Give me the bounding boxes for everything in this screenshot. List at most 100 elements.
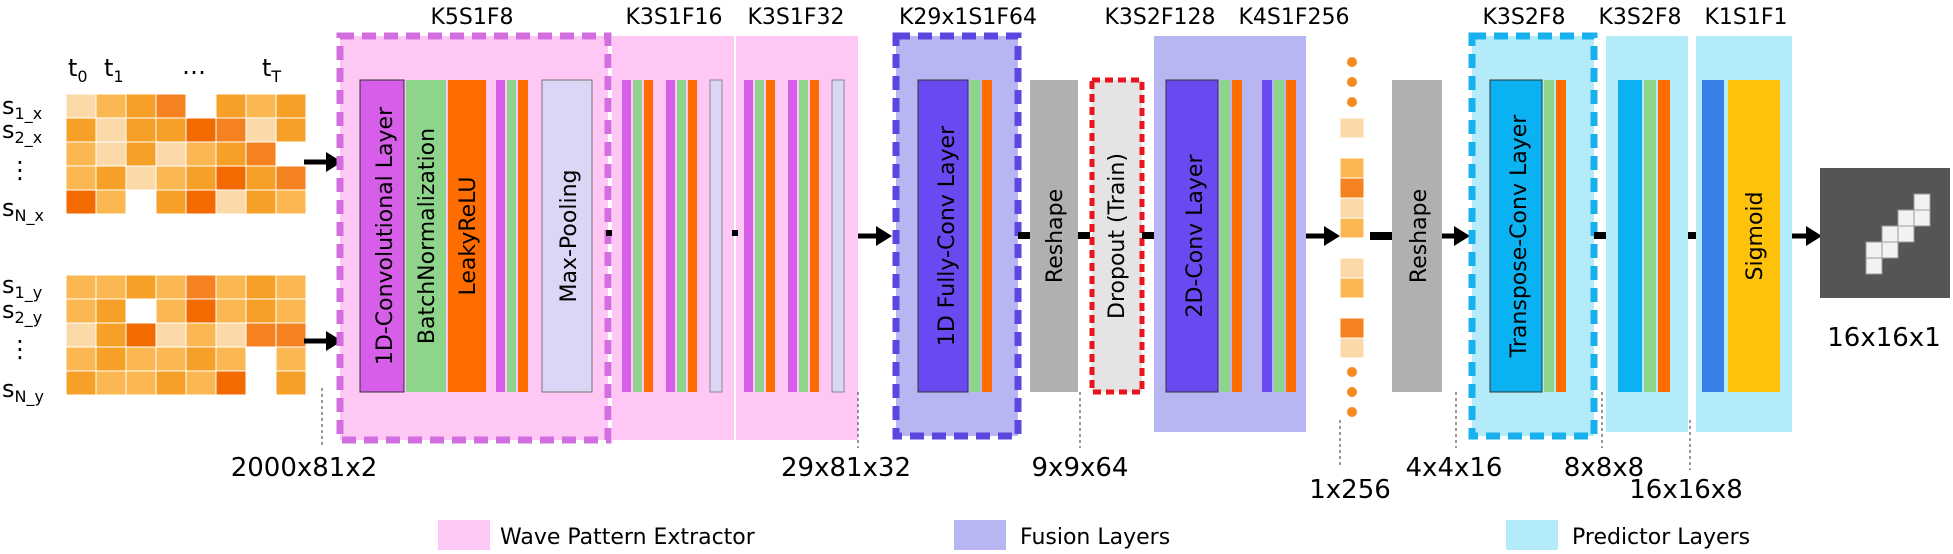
grid-cell: [245, 322, 277, 348]
sensor-label-2x: s2_x: [2, 116, 42, 148]
shape-output: 16x16x1: [1827, 323, 1940, 353]
connector-8: [1688, 232, 1696, 239]
grid-cell: [215, 370, 247, 396]
vector-dots-top: [1347, 57, 1357, 107]
grid-cell: [125, 274, 157, 300]
grid-cell: [275, 274, 307, 300]
sigmoid-label: Sigmoid: [1743, 191, 1768, 280]
grid-cell: [245, 274, 277, 300]
dropout-label: Dropout (Train): [1105, 153, 1130, 319]
grid-cell: [245, 117, 277, 143]
input-grid-y: [65, 274, 307, 396]
leakyrelu-label: LeakyReLU: [456, 177, 481, 296]
grid-cell: [155, 165, 187, 191]
grid-cell: [125, 322, 157, 348]
grid-cell: [215, 141, 247, 167]
output-pixel: [1865, 257, 1883, 275]
grid-cell: [65, 117, 97, 143]
vector-cell: [1339, 137, 1365, 159]
param-wave-b: K3S1F32: [747, 5, 844, 30]
arrow-to-output: [1792, 226, 1822, 246]
grid-cell: [155, 298, 187, 324]
grid-cell: [65, 165, 97, 191]
sigmoid-blue-stripe: [1702, 80, 1724, 392]
conv2d-label: 2D-Conv Layer: [1183, 154, 1208, 318]
grid-cell: [185, 117, 217, 143]
grid-cell: [155, 189, 187, 215]
shape-after-pred: 16x16x8: [1629, 475, 1742, 505]
param-wave-block: K5S1F8: [430, 5, 513, 30]
legend-label-fusion: Fusion Layers: [1020, 525, 1170, 550]
grid-cell: [215, 298, 247, 324]
vector-cell: [1339, 337, 1365, 359]
grid-cell: [95, 322, 127, 348]
sensor-label-nx: sN_x: [2, 194, 44, 226]
grid-cell: [125, 117, 157, 143]
vector-dots-bottom: [1347, 367, 1357, 417]
grid-cell: [155, 117, 187, 143]
fc-bn-stripe: [970, 80, 980, 392]
sensor-label-1y: s1_y: [2, 271, 42, 303]
wave-stripes-3: [744, 79, 845, 393]
grid-cell: [275, 93, 307, 119]
leakyrelu-layer: [448, 80, 486, 392]
grid-cell: [215, 93, 247, 119]
grid-cell: [215, 274, 247, 300]
output-pixel: [1881, 225, 1899, 243]
grid-cell: [125, 189, 157, 215]
grid-cell: [95, 298, 127, 324]
sensor-vdots-x: ⋮: [8, 156, 32, 184]
grid-cell: [245, 189, 277, 215]
grid-cell: [125, 141, 157, 167]
shape-input: 2000x81x2: [231, 453, 378, 483]
sigmoid-layer: [1728, 80, 1780, 392]
grid-cell: [65, 298, 97, 324]
dropout-layer: [1089, 77, 1145, 395]
grid-cell: [275, 346, 307, 372]
output-pixel: [1897, 225, 1915, 243]
grid-cell: [125, 346, 157, 372]
grid-cell: [245, 298, 277, 324]
reshape1-label: Reshape: [1043, 189, 1068, 283]
grid-cell: [155, 346, 187, 372]
grid-cell: [95, 370, 127, 396]
time-label-tT: tT: [262, 54, 281, 86]
grid-cell: [245, 165, 277, 191]
output-pixel: [1897, 209, 1915, 227]
grid-cell: [185, 93, 217, 119]
sensor-label-ny: sN_y: [2, 375, 44, 407]
grid-cell: [65, 141, 97, 167]
grid-cell: [155, 141, 187, 167]
sensor-label-2y: s2_y: [2, 296, 42, 328]
vector-cell: [1339, 217, 1365, 239]
legend-swatch-wave: [438, 520, 490, 550]
arrow-to-tconv: [1442, 226, 1470, 246]
output-pixel: [1865, 241, 1883, 259]
param-fc: K29x1S1F64: [899, 5, 1037, 30]
vector-cell: [1339, 197, 1365, 219]
fc-label: 1D Fully-Conv Layer: [935, 125, 960, 346]
output-pixels: [1865, 193, 1931, 275]
tconv-relu-stripe: [1556, 80, 1566, 392]
conv2d-b-stripe-3: [1286, 80, 1296, 392]
grid-cell: [215, 322, 247, 348]
connector-2: [732, 230, 738, 236]
connector-1: [606, 230, 612, 236]
pred-b-relu-stripe: [1658, 80, 1670, 392]
vector-cell: [1339, 257, 1365, 279]
grid-cell: [65, 346, 97, 372]
vector-cell: [1339, 237, 1365, 259]
grid-cell: [95, 165, 127, 191]
connector-5: [1142, 232, 1154, 239]
conv2d-relu-stripe: [1232, 80, 1242, 392]
conv2d-b-stripe-2: [1274, 80, 1284, 392]
grid-cell: [125, 298, 157, 324]
grid-cell: [185, 322, 217, 348]
output-pixel: [1913, 193, 1931, 211]
param-conv2d-b: K4S1F256: [1238, 5, 1349, 30]
tconv-layer: [1489, 79, 1543, 393]
connector-6: [1370, 232, 1392, 240]
reshape2-layer: [1392, 80, 1442, 392]
grid-cell: [275, 165, 307, 191]
